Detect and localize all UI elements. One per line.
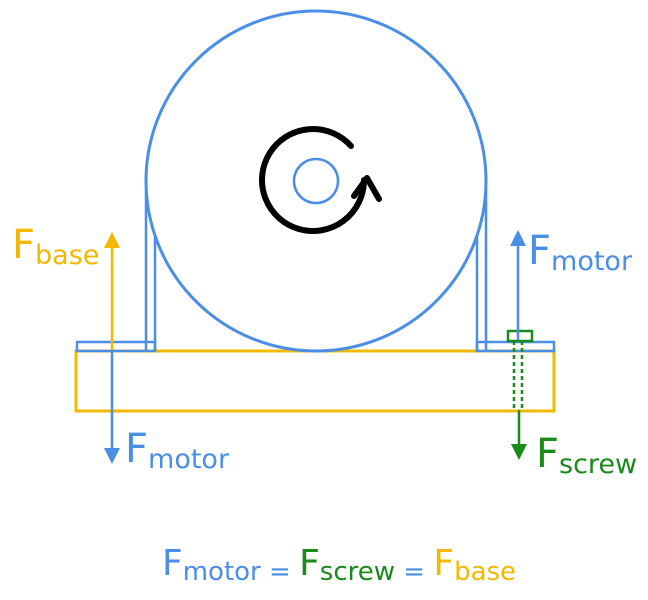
label-f-motor-right: Fmotor — [528, 228, 633, 277]
motor-support-left — [144, 190, 157, 351]
label-f-motor-left: Fmotor — [125, 426, 230, 475]
force-equation: Fmotor = Fscrew = Fbase — [162, 543, 516, 587]
base-plate — [74, 349, 556, 413]
screw — [506, 329, 534, 410]
motor-housing — [144, 9, 488, 353]
motor-shaft — [292, 157, 340, 205]
motor-support-right — [475, 190, 488, 351]
arrow-f-motor-up-right — [510, 230, 526, 340]
label-f-screw: Fscrew — [536, 431, 637, 480]
arrow-f-screw-down — [511, 410, 527, 460]
label-f-base: Fbase — [12, 222, 99, 271]
rotation-arrow-icon — [259, 126, 382, 234]
arrow-f-base-up — [104, 232, 120, 350]
arrow-f-motor-down-left — [104, 350, 120, 464]
